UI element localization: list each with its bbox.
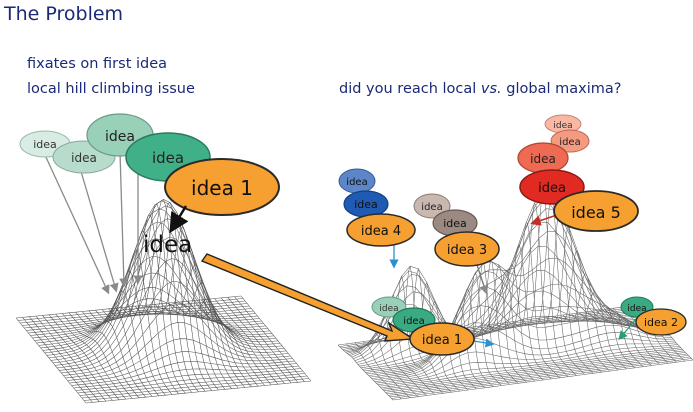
right-bubble-brown-mid: idea xyxy=(432,209,478,237)
big-orange-arrow xyxy=(200,253,416,342)
right-bubble-idea5: idea 5 xyxy=(553,190,639,232)
left-bubble-1-label: idea xyxy=(33,138,57,151)
caption-italic: vs. xyxy=(480,81,502,97)
left-result-label: idea xyxy=(143,232,192,258)
right-bubble-idea2: idea 2 xyxy=(635,308,687,336)
right-bubble-red-mid-label: idea xyxy=(530,152,556,166)
right-bubble-green-right-label: idea xyxy=(627,304,646,314)
left-black-arrow xyxy=(169,205,189,234)
right-bubble-idea3-label: idea 3 xyxy=(447,243,487,258)
right-bubble-idea1: idea 1 xyxy=(409,322,475,356)
caption-fixates: fixates on first idea xyxy=(27,56,168,72)
left-drop-lines xyxy=(44,151,143,295)
right-bubble-green-a-label: idea xyxy=(379,304,398,314)
right-bubble-brown-small-label: idea xyxy=(421,202,442,213)
caption-part-1: did you reach local xyxy=(339,81,481,97)
right-bubble-idea2-label: idea 2 xyxy=(644,316,678,329)
caption-part-2: global maxima? xyxy=(501,81,622,97)
right-bubble-red-big-label: idea xyxy=(538,181,566,196)
page-title: The Problem xyxy=(4,3,124,25)
left-hill-surface xyxy=(15,199,312,404)
right-bubble-blue-small-label: idea xyxy=(346,177,367,188)
right-bubble-blue-mid: idea xyxy=(343,190,389,218)
right-bubble-idea1-label: idea 1 xyxy=(422,333,462,348)
right-bubble-red-small: idea xyxy=(550,129,590,153)
right-bubble-idea3: idea 3 xyxy=(434,231,500,267)
right-bubble-brown-mid-label: idea xyxy=(443,217,467,230)
right-bubble-green-b-label: idea xyxy=(403,316,424,327)
caption-hill-climbing: local hill climbing issue xyxy=(27,81,195,97)
right-bubble-red-tiny-label: idea xyxy=(553,121,572,131)
right-bubble-idea5-label: idea 5 xyxy=(571,203,621,222)
left-bubble-idea1: idea 1 xyxy=(164,158,280,216)
right-arrow-idea2 xyxy=(618,317,638,340)
right-bubble-blue-small: idea xyxy=(338,168,376,194)
left-bubble-4-label: idea xyxy=(152,149,184,167)
right-arrow-idea1 xyxy=(473,338,495,348)
right-bubble-red-small-label: idea xyxy=(559,137,580,148)
right-bubble-brown-small: idea xyxy=(413,193,451,219)
right-bubble-blue-mid-label: idea xyxy=(354,198,378,211)
right-bubble-red-mid: idea xyxy=(517,142,569,174)
right-bubble-idea4: idea 4 xyxy=(346,213,416,247)
right-bubble-idea4-label: idea 4 xyxy=(361,224,401,239)
caption-local-vs-global: did you reach local vs. global maxima? xyxy=(339,81,621,97)
right-multi-peak-surface xyxy=(337,192,693,401)
right-arrow-idea3 xyxy=(476,264,489,295)
left-bubble-2-label: idea xyxy=(71,151,97,165)
left-bubble-3-label: idea xyxy=(105,129,135,145)
left-bubble-idea1-label: idea 1 xyxy=(191,176,253,200)
